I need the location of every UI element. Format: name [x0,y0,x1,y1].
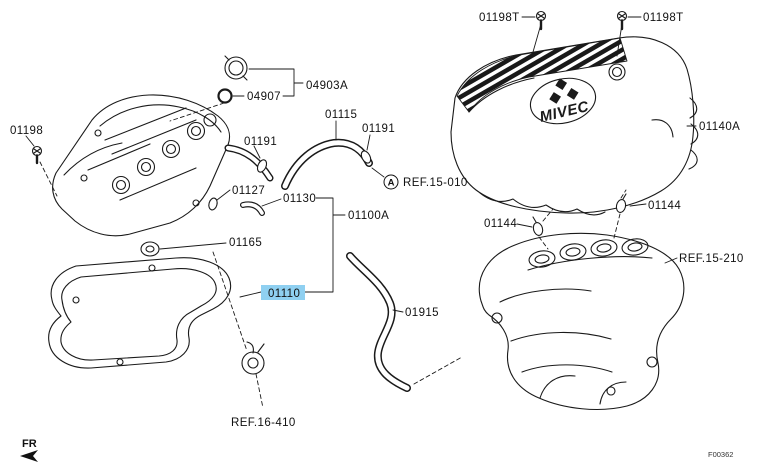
clamp-01144-right-icon [615,193,627,213]
hose-01115-drawing [281,138,373,190]
part-label-01915: 01915 [405,307,439,319]
dashed-lines [39,102,627,409]
clamp-01127-icon [208,197,218,211]
part-label-01110: 01110 [268,288,300,300]
hose-01915-drawing [346,252,411,392]
intake-manifold-drawing [478,232,685,410]
part-label-01100a: 01100A [348,210,389,222]
pcv-valve-drawing [241,341,265,375]
part-label-01191-b: 01191 [362,123,395,135]
ref-label-16-410: REF.16-410 [231,417,296,429]
part-label-01198t-right: 01198T [643,12,684,24]
figure-code-label: F00362 [708,450,733,459]
part-label-04907: 04907 [247,91,281,103]
bolt-01198t-right-icon [616,10,628,31]
part-label-01191-a: 01191 [244,136,277,148]
part-label-01115: 01115 [325,109,357,121]
rocker-cover-drawing [52,94,274,237]
fr-label: FR [22,438,37,450]
part-label-01130: 01130 [283,193,316,205]
bolt-01198t-left-icon [535,10,547,31]
ref-label-15-010: REF.15-010 [403,177,468,189]
o-ring-icon [217,88,233,104]
grommet-01165-icon [140,241,160,257]
labels-layer: 01198T 01198T 04903A 04907 01198 01115 0… [10,12,744,459]
ref-label-15-210: REF.15-210 [679,253,744,265]
ref-marker-a-circle [383,174,399,190]
part-label-01127: 01127 [232,185,265,197]
mitsubishi-logo-icon [549,78,579,104]
highlight-01110 [261,285,305,300]
part-label-01140a: 01140A [699,121,740,133]
pipe-01130-icon [240,201,265,216]
engine-cover-drawing: MIVEC [450,36,699,216]
clamp-01144-left-icon [532,216,544,236]
clamp-01191-a-icon [256,159,268,173]
valve-cover-gasket-drawing [48,257,232,369]
part-label-01144-right: 01144 [648,200,681,212]
part-label-04903a: 04903A [306,80,348,92]
part-label-01144-left: 01144 [484,218,517,230]
part-label-01165: 01165 [229,237,262,249]
fr-arrow-icon [20,450,38,462]
part-label-01198t-left: 01198T [479,12,520,24]
leader-lines [25,16,697,313]
clamp-01191-b-icon [360,150,372,164]
bolt-01198-icon [31,145,43,165]
ref-marker-a-text: A [388,178,395,189]
part-label-01198: 01198 [10,125,43,137]
oil-filler-cap-icon [224,55,248,81]
